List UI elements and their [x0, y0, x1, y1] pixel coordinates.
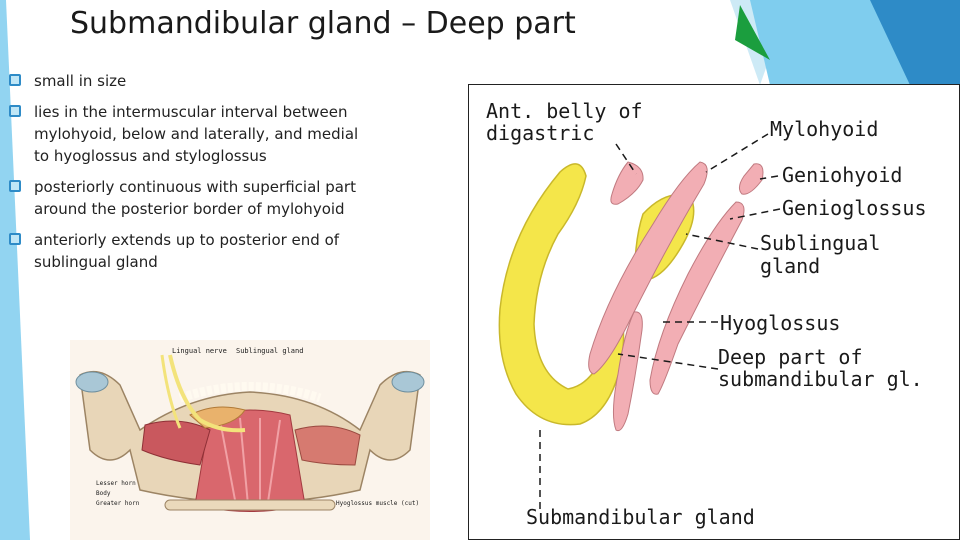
theme-decoration-right — [730, 0, 960, 85]
label-mylohyoid: Mylohyoid — [770, 117, 878, 141]
digastric-muscle-shape — [610, 161, 644, 205]
genioglossus-muscle-shape — [612, 311, 643, 432]
checkbox-bullet-icon — [9, 74, 21, 86]
label-submandibular-gland: Submandibular gland — [526, 505, 755, 529]
photo-label-body: Body — [96, 490, 111, 497]
label-ant-belly-digastric-line2: digastric — [486, 121, 594, 145]
label-sublingual-gland: Sublingual — [760, 231, 880, 255]
bullet-list: small in size lies in the intermuscular … — [8, 70, 370, 282]
labelled-diagram: Ant. belly of digastric Mylohyoid Genioh… — [468, 84, 960, 540]
label-geniohyoid: Geniohyoid — [782, 163, 902, 187]
label-ant-belly-digastric: Ant. belly of — [486, 99, 643, 123]
photo-label-sublingual-gland: Sublingual gland — [236, 347, 303, 355]
label-deep-part-line2: submandibular gl. — [718, 367, 923, 391]
label-deep-part: Deep part of — [718, 345, 863, 369]
checkbox-bullet-icon — [9, 233, 21, 245]
label-genioglossus: Genioglossus — [782, 196, 927, 220]
photo-label-lesser-horn: Lesser horn — [96, 480, 136, 487]
bullet-item: posteriorly continuous with superficial … — [8, 176, 370, 220]
geniohyoid-muscle-shape — [738, 163, 764, 195]
checkbox-bullet-icon — [9, 180, 21, 192]
photo-label-lingual-nerve: Lingual nerve — [172, 347, 227, 355]
checkbox-bullet-icon — [9, 105, 21, 117]
bullet-text: lies in the intermuscular interval betwe… — [34, 103, 359, 165]
bullet-item: anteriorly extends up to posterior end o… — [8, 229, 370, 273]
bullet-text: anteriorly extends up to posterior end o… — [34, 231, 340, 271]
anatomy-illustration: Lingual nerve Sublingual gland Lesser ho… — [70, 340, 430, 540]
photo-label-greater-horn: Greater horn — [96, 500, 140, 507]
slide-title: Submandibular gland – Deep part — [70, 6, 576, 41]
bullet-text: posteriorly continuous with superficial … — [34, 178, 356, 218]
theme-decoration-left — [0, 0, 30, 540]
photo-label-hyoglossus: Hyoglossus muscle (cut) — [336, 500, 419, 507]
hyoglossus-muscle-shape — [649, 201, 745, 395]
label-sublingual-gland-line2: gland — [760, 254, 820, 278]
mylohyoid-muscle-shape — [588, 161, 708, 375]
label-hyoglossus: Hyoglossus — [720, 311, 840, 335]
bullet-item: small in size — [8, 70, 370, 92]
bullet-text: small in size — [34, 72, 127, 90]
bullet-item: lies in the intermuscular interval betwe… — [8, 101, 370, 167]
